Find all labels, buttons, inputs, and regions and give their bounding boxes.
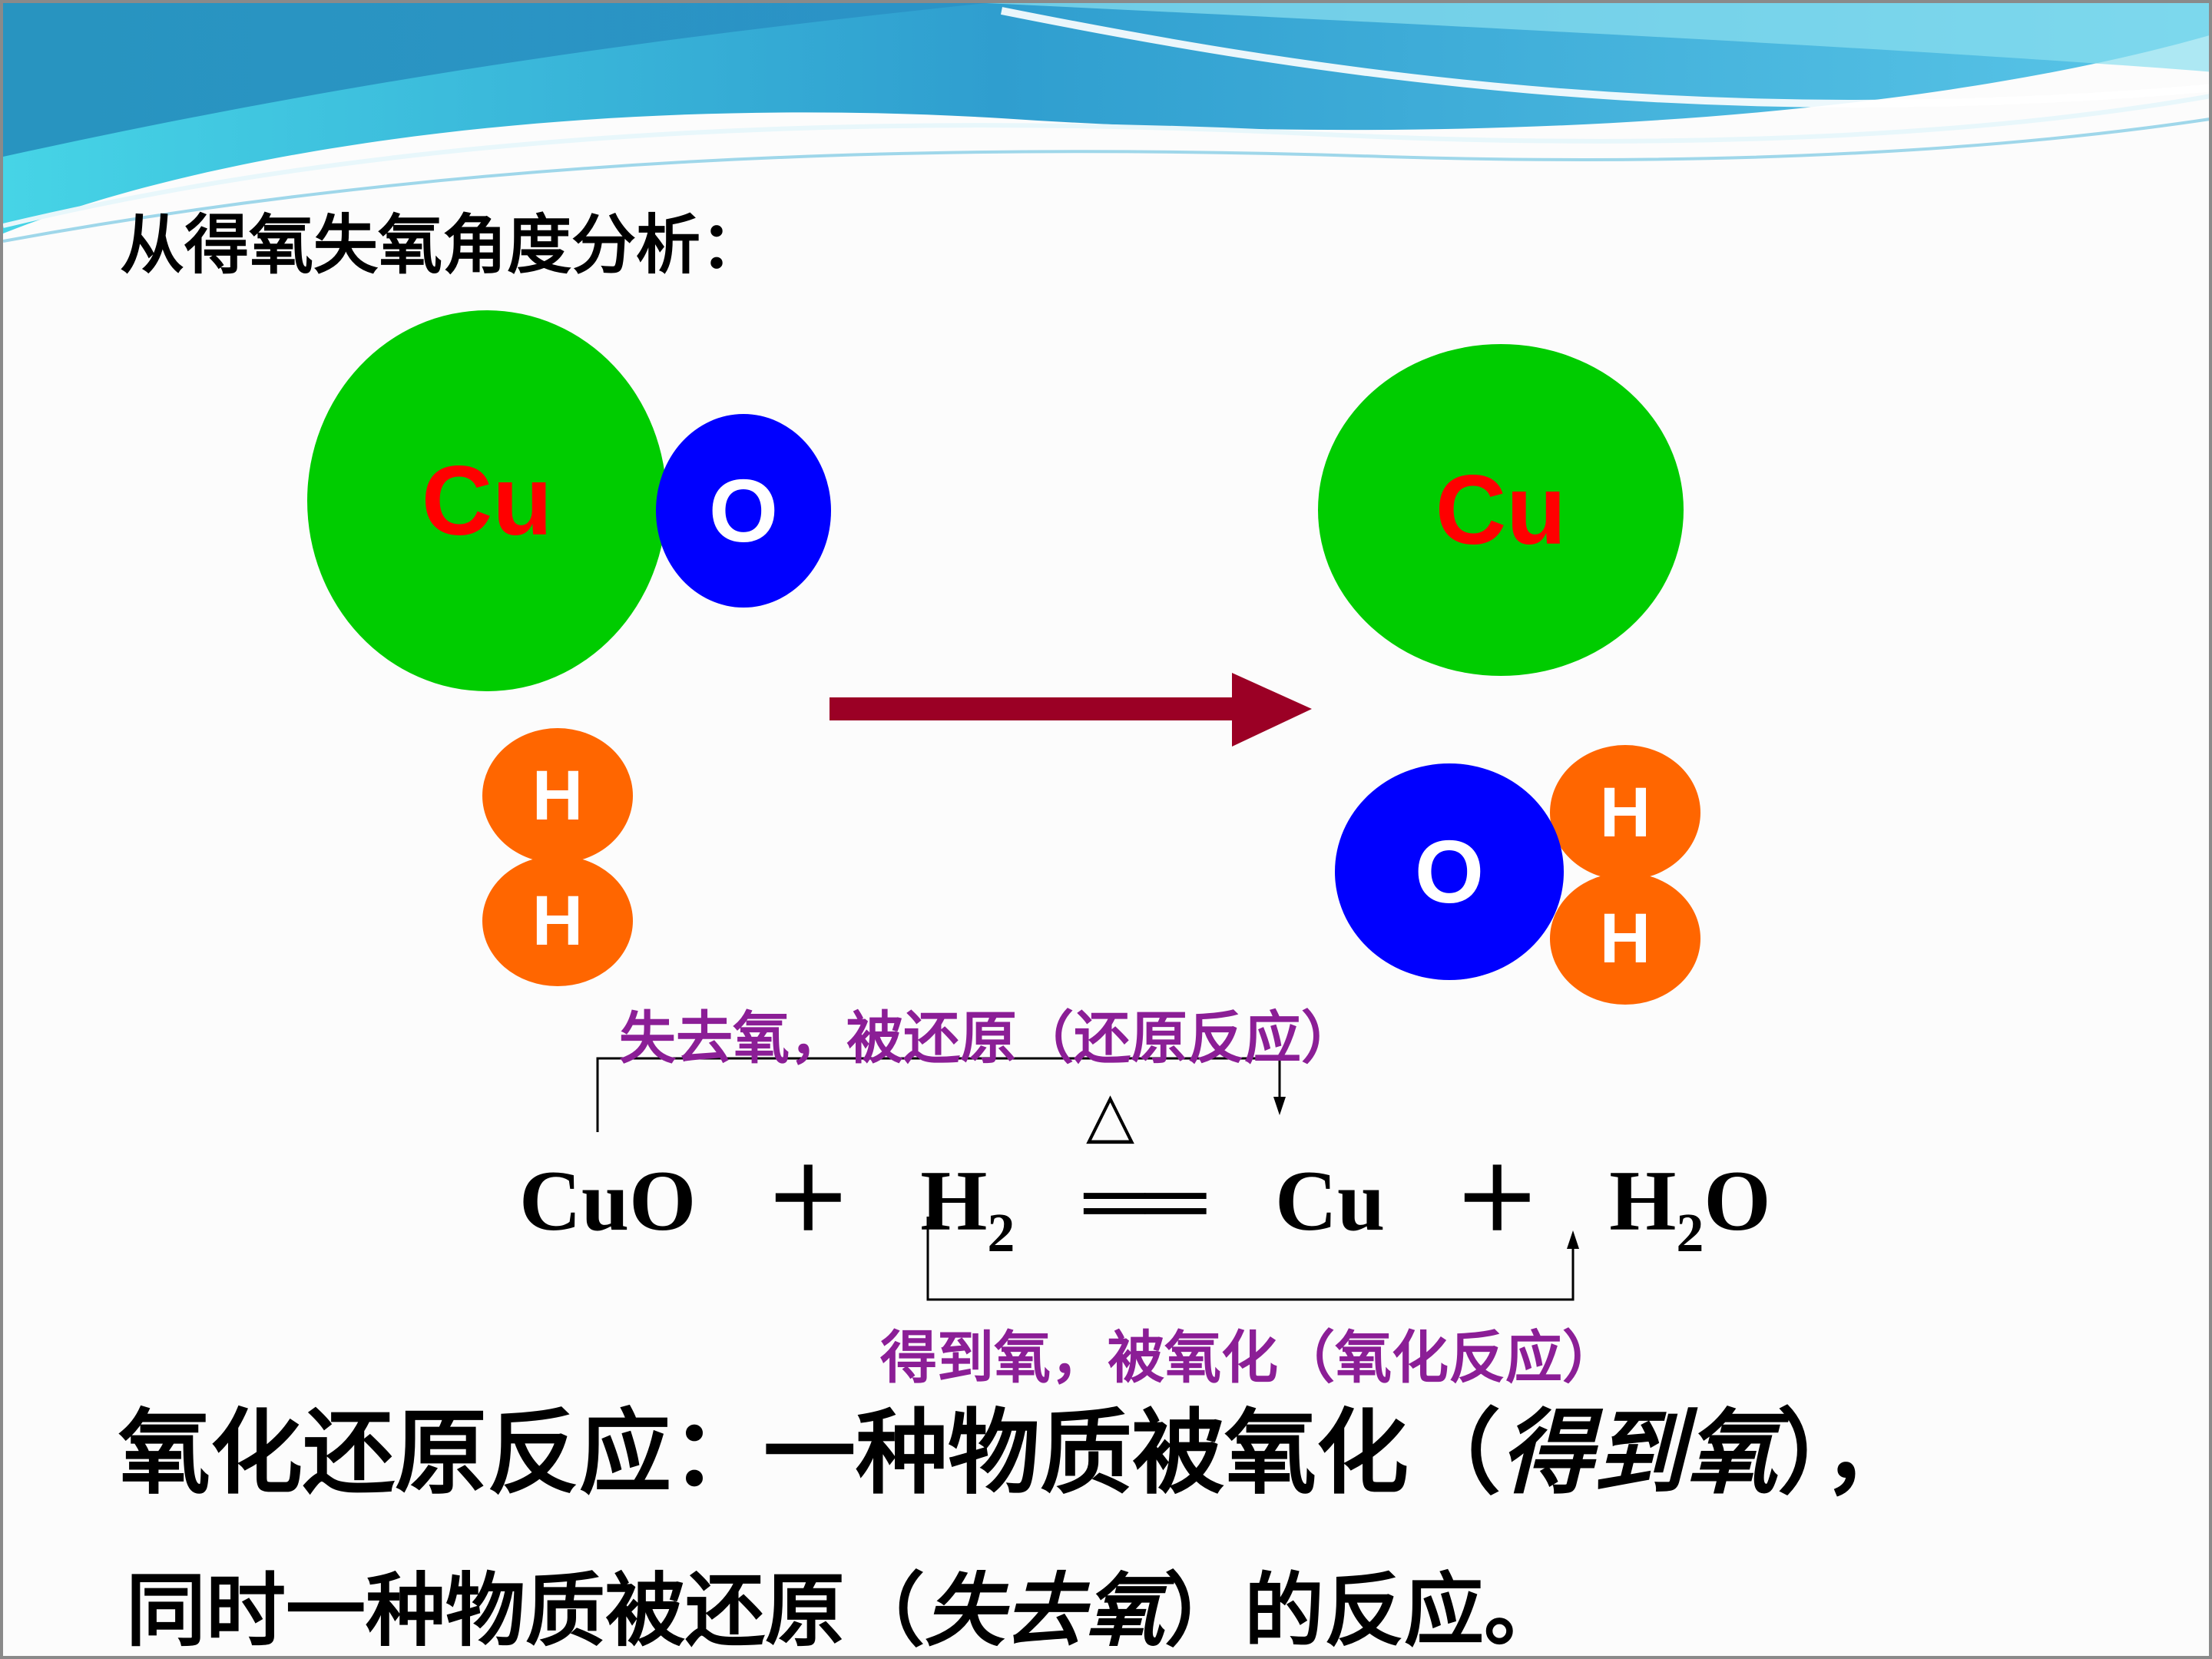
definition-line-2-end: ）的反应。 bbox=[1164, 1563, 1565, 1657]
definition-line-1-italic: 得到氧 bbox=[1501, 1399, 1777, 1507]
equation-water-h: H bbox=[1609, 1154, 1677, 1249]
oxidation-bracket-arrowhead bbox=[1567, 1230, 1579, 1249]
definition-line-1-main: 氧化还原反应：一种物质被氧化（ bbox=[118, 1399, 1501, 1507]
definition-line-2-italic: 失去氧 bbox=[925, 1563, 1165, 1657]
equation-hydrogen: H bbox=[920, 1154, 988, 1249]
reaction-diagram bbox=[596, 673, 1579, 1301]
reduction-bracket-arrowhead bbox=[1273, 1097, 1286, 1115]
product-hydrogen-atom-2: H bbox=[1550, 873, 1700, 1005]
equation-copper-oxide: CuO bbox=[519, 1154, 697, 1249]
equation-copper: Cu bbox=[1275, 1154, 1386, 1249]
header-banner bbox=[3, 3, 2209, 243]
reaction-arrow bbox=[830, 673, 1312, 747]
reactant-hydrogen-label-1: H bbox=[531, 756, 584, 835]
reactant-oxygen-label: O bbox=[708, 461, 779, 561]
definition-line-1-end: ）， bbox=[1777, 1399, 1916, 1507]
reactant-hydrogen-atom-2: H bbox=[482, 856, 633, 986]
reactant-copper-atom: Cu bbox=[307, 310, 667, 691]
definition-line-1: 氧化还原反应：一种物质被氧化（得到氧）， bbox=[118, 1378, 1916, 1512]
product-copper-atom: Cu bbox=[1318, 344, 1684, 676]
equation-plus-2: ＋ bbox=[1454, 1154, 1541, 1249]
definition-line-2-main: 同时一种物质被还原（ bbox=[126, 1563, 926, 1657]
equation-water-o: O bbox=[1704, 1154, 1771, 1249]
page-title: 从得氧失氧角度分析： bbox=[120, 207, 766, 283]
product-oxygen-label: O bbox=[1414, 822, 1485, 922]
heat-condition-symbol: △ bbox=[1086, 1078, 1135, 1151]
reactant-oxygen-atom: O bbox=[656, 414, 831, 608]
product-hydrogen-atom-1: H bbox=[1550, 745, 1700, 880]
reactant-hydrogen-label-2: H bbox=[531, 881, 584, 960]
reactant-hydrogen-atom-1: H bbox=[482, 728, 633, 863]
reduction-bracket bbox=[596, 1057, 1281, 1132]
product-hydrogen-label-2: H bbox=[1599, 899, 1651, 978]
reduction-annotation: 失去氧，被还原（还原反应） bbox=[619, 1005, 1358, 1071]
equation-water-subscript: 2 bbox=[1676, 1202, 1704, 1263]
oxidation-bracket bbox=[926, 1217, 1575, 1301]
oxidation-annotation: 得到氧，被氧化（氧化反应） bbox=[880, 1325, 1619, 1391]
product-oxygen-atom: O bbox=[1335, 763, 1564, 980]
equation-hydrogen-subscript: 2 bbox=[987, 1202, 1015, 1263]
equation-plus-1: ＋ bbox=[765, 1154, 852, 1249]
definition-line-2: 同时一种物质被还原（失去氧）的反应。 bbox=[126, 1545, 1565, 1657]
equation-equals-sign: ══ bbox=[1084, 1154, 1207, 1249]
product-hydrogen-label-1: H bbox=[1599, 773, 1651, 852]
product-copper-label: Cu bbox=[1435, 455, 1567, 565]
chemical-equation: CuO ＋ H2 ══ Cu ＋ H2O bbox=[519, 1131, 1771, 1265]
reactant-copper-label: Cu bbox=[421, 445, 553, 556]
